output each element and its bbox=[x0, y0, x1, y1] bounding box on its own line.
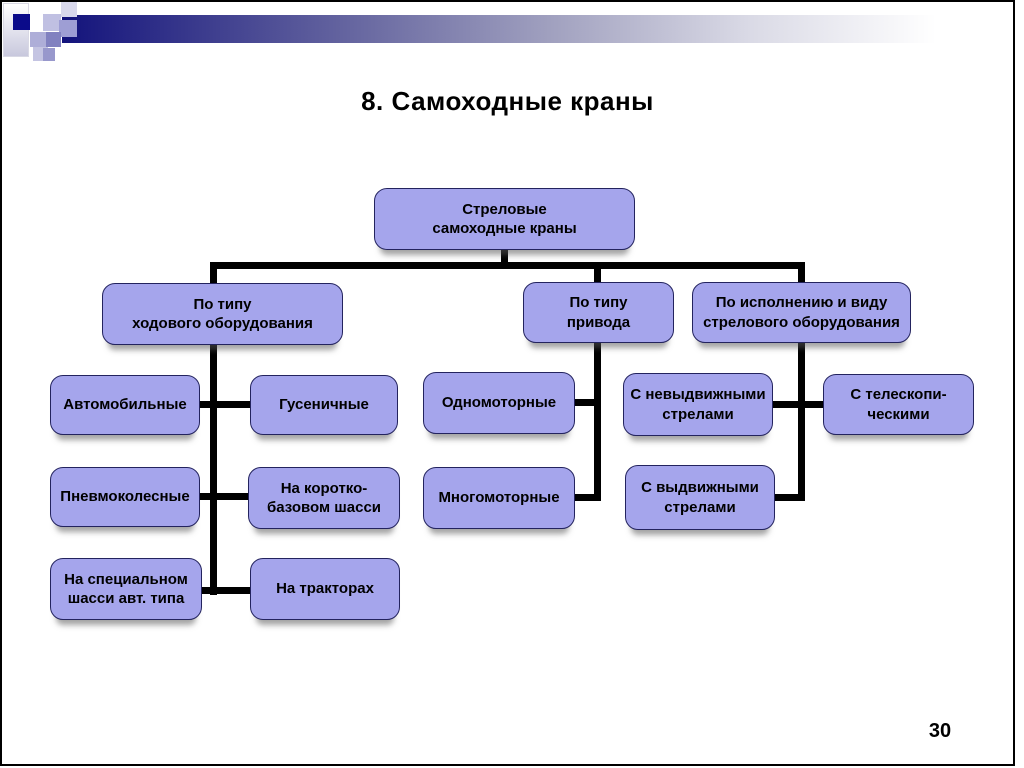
header-gradient-bar bbox=[62, 15, 1012, 43]
node-leaf: Одномоторные bbox=[423, 372, 575, 434]
connector-line bbox=[210, 345, 217, 595]
decor-square bbox=[46, 32, 61, 47]
node-leaf: Автомобильные bbox=[50, 375, 200, 435]
decor-strip bbox=[3, 3, 29, 57]
connector-line bbox=[594, 343, 601, 501]
node-leaf: Многомоторные bbox=[423, 467, 575, 529]
page-title: 8. Самоходные краны bbox=[361, 86, 654, 116]
decor-square bbox=[43, 48, 55, 61]
node-branch-boom: По исполнению и виду стрелового оборудов… bbox=[692, 282, 911, 343]
node-branch-drive: По типу привода bbox=[523, 282, 674, 343]
node-branch-chassis: По типу ходового оборудования bbox=[102, 283, 343, 345]
connector-line bbox=[575, 399, 601, 406]
connector-line bbox=[575, 494, 601, 501]
connector-line bbox=[200, 493, 250, 500]
decor-square bbox=[30, 32, 46, 47]
node-leaf: На тракторах bbox=[250, 558, 400, 620]
connector-line bbox=[200, 587, 250, 594]
decor-square bbox=[43, 14, 61, 31]
page-number: 30 bbox=[928, 720, 952, 742]
decor-square bbox=[59, 20, 77, 37]
node-leaf: Пневмоколесные bbox=[50, 467, 200, 527]
node-leaf: С невыдвижными стрелами bbox=[623, 373, 773, 436]
node-leaf: С выдвижными стрелами bbox=[625, 465, 775, 530]
connector-line bbox=[501, 248, 508, 266]
node-leaf: На коротко- базовом шасси bbox=[248, 467, 400, 529]
node-root: Стреловые самоходные краны bbox=[374, 188, 635, 250]
connector-line bbox=[210, 262, 217, 285]
node-leaf: Гусеничные bbox=[250, 375, 398, 435]
connector-line bbox=[200, 401, 250, 408]
node-leaf: На специальном шасси авт. типа bbox=[50, 558, 202, 620]
node-leaf: С телескопи- ческими bbox=[823, 374, 974, 435]
connector-line bbox=[773, 401, 823, 408]
decor-square bbox=[61, 2, 77, 17]
connector-line bbox=[798, 343, 805, 501]
connector-line bbox=[594, 262, 601, 284]
connector-line bbox=[798, 262, 805, 284]
connector-line bbox=[775, 494, 805, 501]
decor-square bbox=[13, 14, 30, 30]
connector-line bbox=[210, 262, 805, 269]
